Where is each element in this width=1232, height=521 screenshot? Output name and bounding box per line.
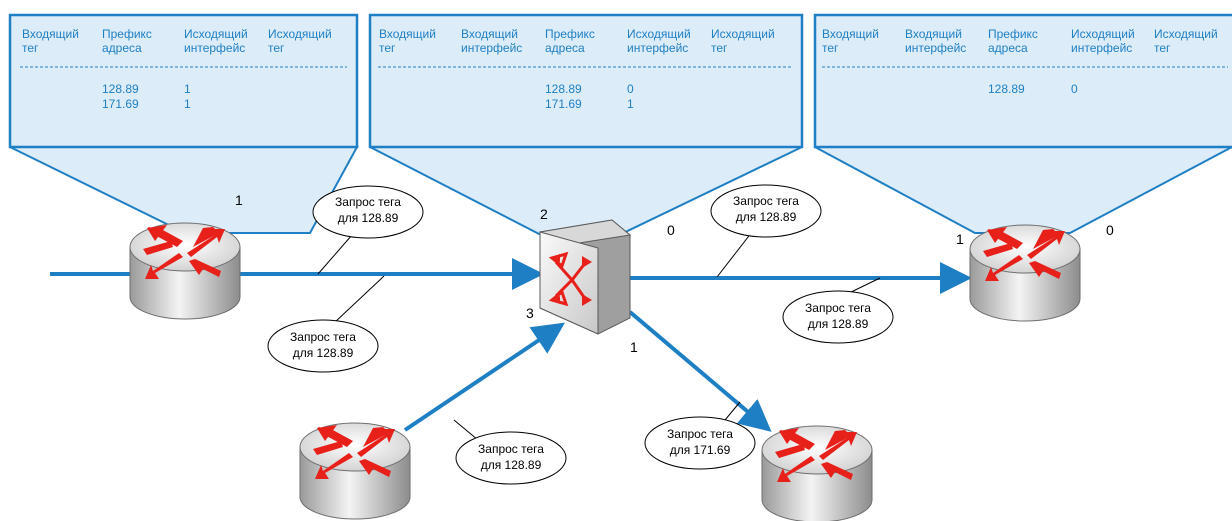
t3-header-5b: тег	[1154, 41, 1171, 55]
t1-header-1a: Входящий	[22, 27, 79, 41]
t1-cell-r2-outif: 1	[184, 97, 191, 111]
svg-text:Запрос тега: Запрос тега	[335, 195, 401, 209]
callout-req-right-top: Запрос тега для 128.89	[710, 184, 822, 238]
t1-cell-r2-prefix: 171.69	[102, 97, 139, 111]
t2-header-2a: Входящий	[461, 27, 518, 41]
t1-header-1b: тег	[22, 41, 39, 55]
t2-cell-r1-prefix: 128.89	[545, 82, 582, 96]
t1-header-3b: интерфейс	[184, 41, 245, 55]
table-panel-3: Входящий тег Входящий интерфейс Префикс …	[813, 13, 1232, 234]
svg-text:Запрос тега: Запрос тега	[733, 194, 799, 208]
switch	[538, 219, 632, 335]
port-switch-2: 2	[540, 206, 548, 222]
callout-req-bottom-right: Запрос тега для 171.69	[644, 416, 756, 470]
svg-text:Запрос тега: Запрос тега	[290, 330, 356, 344]
t3-header-2b: интерфейс	[905, 41, 966, 55]
t3-header-5a: Исходящий	[1154, 27, 1218, 41]
svg-text:для 171.69: для 171.69	[670, 443, 731, 457]
t2-header-3b: адреса	[545, 41, 585, 55]
svg-text:для 128.89: для 128.89	[481, 458, 542, 472]
t2-cell-r2-outif: 1	[627, 97, 634, 111]
t2-header-4b: интерфейс	[627, 41, 688, 55]
t1-header-4a: Исходящий	[268, 27, 332, 41]
t1-header-4b: тег	[268, 41, 285, 55]
t1-cell-r1-prefix: 128.89	[102, 82, 139, 96]
t3-header-4a: Исходящий	[1071, 27, 1135, 41]
callout-req-left-top: Запрос тега для 128.89	[312, 185, 424, 239]
t2-header-4a: Исходящий	[627, 27, 691, 41]
svg-text:для 128.89: для 128.89	[293, 346, 354, 360]
router-bottom-left	[299, 422, 411, 520]
t2-header-2b: интерфейс	[461, 41, 522, 55]
t3-header-2a: Входящий	[905, 27, 962, 41]
port-switch-1: 1	[630, 339, 638, 355]
port-right-router-1: 1	[956, 231, 964, 247]
t3-header-3b: адреса	[988, 41, 1028, 55]
t1-cell-r1-outif: 1	[184, 82, 191, 96]
table-panel-2: Входящий тег Входящий интерфейс Префикс …	[368, 13, 804, 238]
t2-cell-r2-prefix: 171.69	[545, 97, 582, 111]
router-right	[969, 224, 1081, 322]
t2-header-1b: тег	[379, 41, 396, 55]
port-switch-0: 0	[667, 222, 675, 238]
t2-header-5a: Исходящий	[711, 27, 775, 41]
router-left	[129, 222, 241, 320]
t3-cell-r1-outif: 0	[1071, 82, 1078, 96]
t3-header-1a: Входящий	[822, 27, 879, 41]
link-switch-to-bottom	[628, 310, 772, 432]
port-switch-3: 3	[526, 305, 534, 321]
t3-cell-r1-prefix: 128.89	[988, 82, 1025, 96]
table-panel-1: Входящий тег Префикс адреса Исходящий ин…	[8, 13, 359, 234]
svg-text:Запрос тега: Запрос тега	[805, 301, 871, 315]
port-right-router-0: 0	[1106, 222, 1114, 238]
callout-req-left-bottom: Запрос тега для 128.89	[267, 319, 379, 373]
port-left-router: 1	[235, 192, 243, 208]
callout-req-bottom-left: Запрос тега для 128.89	[455, 431, 567, 485]
t2-header-5b: тег	[711, 41, 728, 55]
t2-header-1a: Входящий	[379, 27, 436, 41]
callout-req-right-bottom: Запрос тега для 128.89	[782, 290, 894, 344]
svg-text:Запрос тега: Запрос тега	[478, 442, 544, 456]
t1-header-2b: адреса	[102, 41, 142, 55]
t3-header-3a: Префикс	[988, 27, 1038, 41]
t3-header-1b: тег	[822, 41, 839, 55]
svg-text:для 128.89: для 128.89	[736, 210, 797, 224]
t2-header-3a: Префикс	[545, 27, 595, 41]
t1-header-2a: Префикс	[102, 27, 152, 41]
port-labels: 1 2 0 3 1 1 0	[235, 192, 1114, 355]
t1-header-3a: Исходящий	[184, 27, 248, 41]
router-bottom-right	[761, 425, 873, 521]
svg-text:для 128.89: для 128.89	[808, 317, 869, 331]
t3-header-4b: интерфейс	[1071, 41, 1132, 55]
svg-text:Запрос тега: Запрос тега	[667, 427, 733, 441]
leader-lines	[317, 231, 881, 441]
link-bottom-to-switch	[403, 322, 565, 432]
svg-text:для 128.89: для 128.89	[338, 211, 399, 225]
t2-cell-r1-outif: 0	[627, 82, 634, 96]
